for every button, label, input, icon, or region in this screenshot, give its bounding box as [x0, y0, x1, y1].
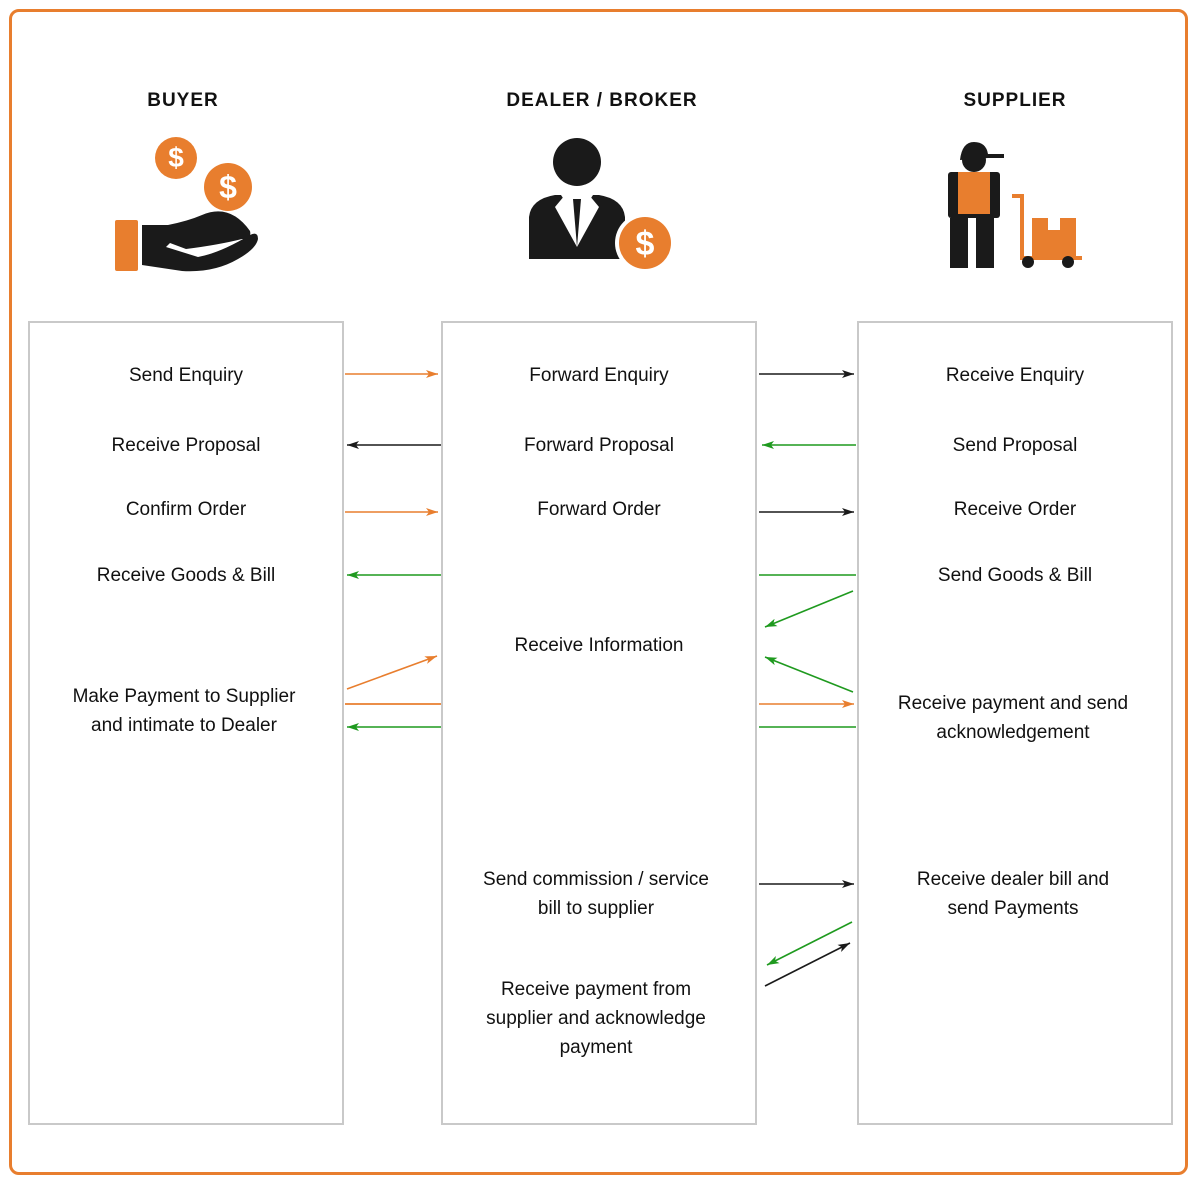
dealer-step-forward-enquiry: Forward Enquiry: [529, 365, 669, 386]
supplier-step-receive-payment-line2: acknowledgement: [936, 722, 1090, 743]
supplier-step-send-proposal: Send Proposal: [952, 435, 1078, 456]
arrow-supplier-to-dealer-info-1: [764, 590, 854, 628]
supplier-step-receive-payment-line1: Receive payment and send: [897, 693, 1129, 714]
supplier-step-receive-dealer-bill-line1: Receive dealer bill and: [916, 869, 1110, 890]
dealer-step-send-commission: Send commission / service bill to suppli…: [446, 865, 746, 923]
dealer-step-send-commission-line1: Send commission / service: [483, 869, 709, 890]
supplier-step-send-goods: Send Goods & Bill: [937, 565, 1093, 586]
dealer-step-forward-order: Forward Order: [537, 499, 661, 520]
buyer-step-confirm-order: Confirm Order: [125, 499, 247, 520]
delivery-worker-with-cart-icon: [948, 142, 1082, 268]
arrow-supplier-to-dealer-info-2: [764, 656, 854, 693]
supplier-step-receive-dealer-bill: Receive dealer bill and send Payments: [863, 865, 1163, 923]
buyer-step-make-payment: Make Payment to Supplier and intimate to…: [34, 682, 334, 740]
buyer-step-receive-goods: Receive Goods & Bill: [96, 565, 276, 586]
dealer-title: DEALER / BROKER: [506, 90, 698, 111]
arrow-dealer-to-supplier-ack: [764, 942, 851, 987]
supplier-step-receive-enquiry: Receive Enquiry: [945, 365, 1085, 386]
buyer-title: BUYER: [147, 90, 219, 111]
buyer-step-receive-proposal: Receive Proposal: [111, 435, 261, 456]
hand-with-coins-icon: $ $: [115, 137, 258, 272]
supplier-step-receive-order: Receive Order: [953, 499, 1077, 520]
supplier-step-receive-payment: Receive payment and send acknowledgement: [863, 689, 1163, 747]
dealer-step-send-commission-line2: bill to supplier: [537, 898, 655, 919]
supplier-panel: [857, 321, 1173, 1125]
businessman-with-dollar-icon: $: [529, 138, 675, 273]
svg-text:$: $: [219, 169, 237, 205]
dealer-panel: [441, 321, 757, 1125]
supplier-step-receive-dealer-bill-line2: send Payments: [947, 898, 1079, 919]
dealer-step-receive-payment: Receive payment from supplier and acknow…: [446, 975, 746, 1062]
buyer-step-make-payment-line2: and intimate to Dealer: [91, 715, 277, 736]
outer-frame: [9, 9, 1188, 1175]
buyer-panel: [28, 321, 344, 1125]
svg-text:$: $: [168, 142, 184, 173]
dealer-step-receive-payment-line1: Receive payment from: [500, 979, 692, 1000]
svg-text:$: $: [636, 225, 655, 263]
arrow-buyer-to-dealer-info: [346, 655, 438, 690]
buyer-step-make-payment-line1: Make Payment to Supplier: [72, 686, 296, 707]
dealer-step-receive-information: Receive Information: [514, 635, 684, 656]
supplier-title: SUPPLIER: [963, 90, 1067, 111]
arrow-supplier-to-dealer-payment: [766, 921, 853, 966]
dealer-step-receive-payment-line2: supplier and acknowledge: [486, 1008, 706, 1029]
dealer-step-receive-payment-line3: payment: [559, 1037, 633, 1058]
buyer-step-send-enquiry: Send Enquiry: [128, 365, 244, 386]
dealer-step-forward-proposal: Forward Proposal: [524, 435, 674, 456]
